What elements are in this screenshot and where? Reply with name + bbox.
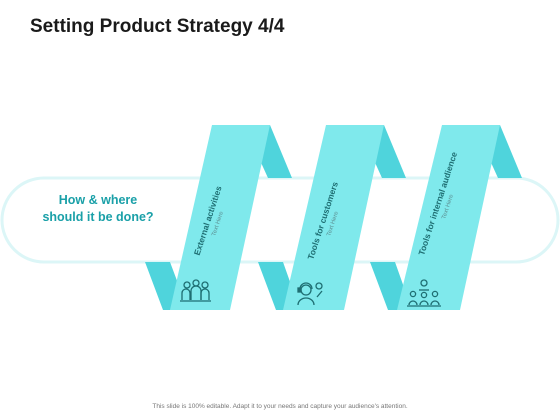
team-meeting-icon [180, 279, 211, 302]
question-text: How & where should it be done? [42, 193, 154, 224]
customer-support-icon [297, 282, 323, 306]
footer-note: This slide is 100% editable. Adapt it to… [152, 403, 408, 410]
page-title: Setting Product Strategy 4/4 [30, 16, 285, 37]
internal-audience-icon [407, 279, 441, 307]
ribbon-front [170, 125, 500, 310]
